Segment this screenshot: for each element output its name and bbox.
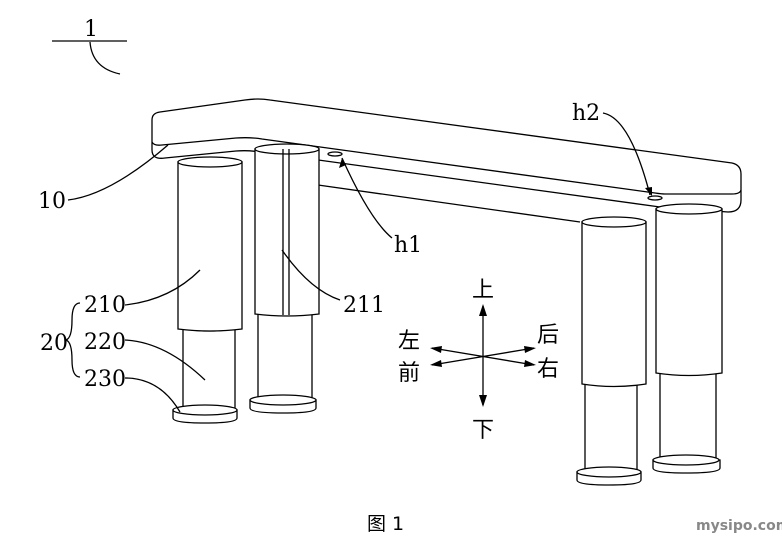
figure-caption: 图 1: [367, 513, 404, 535]
label-up: 上: [472, 278, 494, 303]
label-left: 左: [398, 329, 420, 354]
h1-mark: [327, 151, 343, 157]
label-right: 右: [537, 357, 559, 382]
direction-indicator: [430, 304, 536, 407]
label-front: 前: [398, 361, 420, 386]
label-10: 10: [38, 189, 66, 214]
leg-c: [576, 216, 647, 486]
watermark: mysipo.com: [696, 518, 782, 534]
label-back: 后: [537, 323, 559, 348]
label-1: 1: [84, 17, 98, 42]
leg-b: [249, 143, 320, 414]
label-h1: h1: [394, 233, 422, 258]
label-210: 210: [84, 293, 126, 318]
h2-mark: [647, 195, 663, 201]
label-20: 20: [40, 331, 68, 356]
leg-a: [172, 156, 243, 424]
leg-d: [652, 203, 723, 474]
label-down: 下: [472, 418, 494, 443]
label-220: 220: [84, 330, 126, 355]
label-211: 211: [343, 293, 385, 318]
leader-lines: [52, 40, 651, 413]
h2-arrowhead: [645, 187, 652, 196]
label-230: 230: [84, 367, 126, 392]
plate-10: [151, 98, 742, 223]
label-h2: h2: [572, 101, 600, 126]
h1-arrowhead: [339, 158, 346, 168]
